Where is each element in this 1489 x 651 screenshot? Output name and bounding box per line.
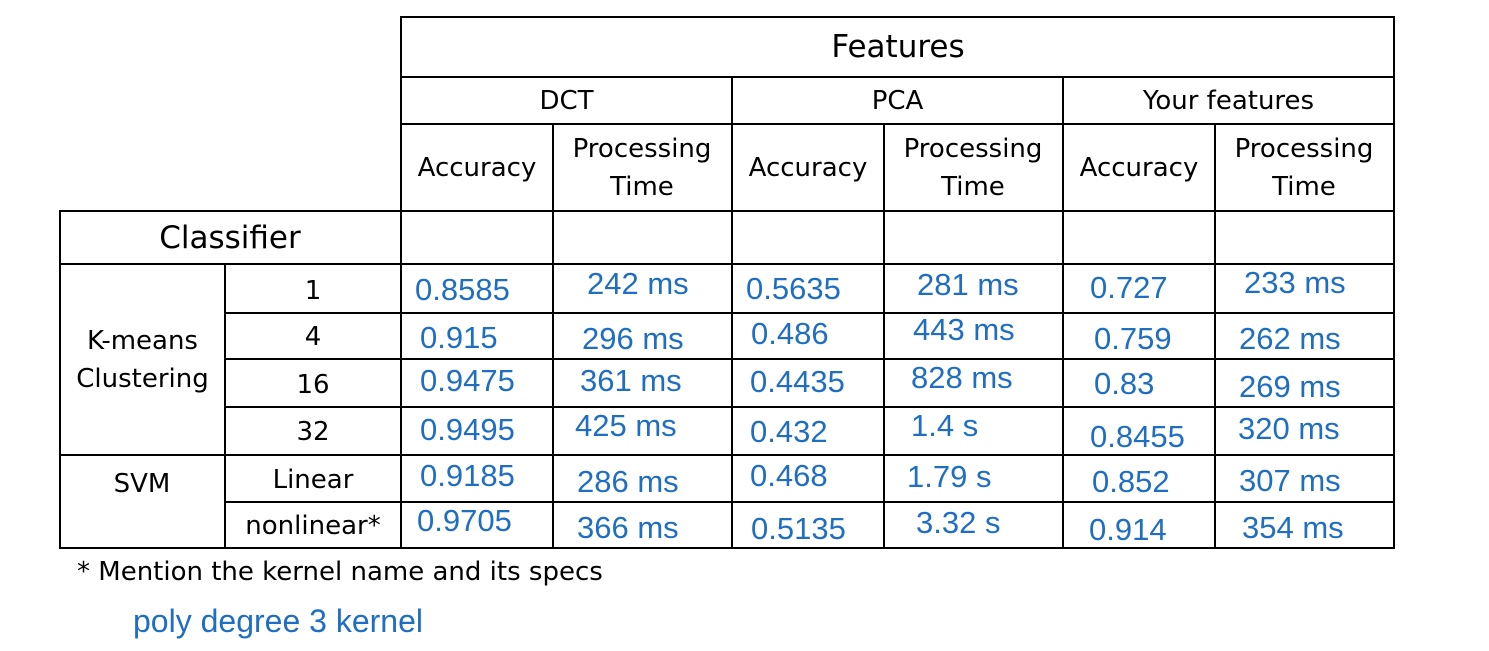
kernel-answer: poly degree 3 kernel xyxy=(133,603,423,639)
value-cell: 425 ms xyxy=(575,408,677,443)
classifier-heading: Classifier xyxy=(159,220,301,256)
value-cell: 0.8585 xyxy=(415,272,510,307)
value-cell: 361 ms xyxy=(580,363,682,398)
value-cell: 1.79 s xyxy=(907,459,992,494)
value-cell: 269 ms xyxy=(1239,369,1341,404)
row-group-kmeans: K-means Clustering xyxy=(76,325,209,394)
value-cell: 354 ms xyxy=(1242,510,1344,545)
value-cell: 0.9495 xyxy=(420,412,515,447)
row-group-svm: SVM xyxy=(113,469,171,499)
value-cell: 3.32 s xyxy=(916,505,1001,540)
col-separator xyxy=(883,124,885,549)
table-border-groups-bottom xyxy=(401,123,1395,125)
col-header-accuracy: Accuracy xyxy=(1079,153,1199,183)
param-16: 16 xyxy=(296,370,330,400)
value-cell: 0.852 xyxy=(1092,464,1170,499)
value-cell: 0.727 xyxy=(1090,270,1168,305)
value-cell: 443 ms xyxy=(913,312,1015,347)
value-cell: 0.914 xyxy=(1089,512,1167,547)
value-cell: 0.83 xyxy=(1094,366,1155,401)
table-border-left xyxy=(59,211,61,549)
col-separator xyxy=(1214,124,1216,549)
value-cell: 262 ms xyxy=(1239,321,1341,356)
table-border-top xyxy=(401,16,1395,18)
value-cell: 366 ms xyxy=(577,510,679,545)
param-1: 1 xyxy=(304,276,322,306)
value-cell: 0.9705 xyxy=(417,503,512,538)
value-cell: 0.468 xyxy=(750,458,828,493)
row-separator xyxy=(225,501,1395,503)
col-header-accuracy: Accuracy xyxy=(417,153,537,183)
table-border-features-bottom xyxy=(401,76,1395,78)
value-cell: 242 ms xyxy=(587,266,689,301)
value-cell: 320 ms xyxy=(1238,411,1340,446)
col-separator-features-left xyxy=(400,16,402,549)
row-separator xyxy=(225,358,1395,360)
value-cell: 233 ms xyxy=(1244,265,1346,300)
param-nonlinear: nonlinear* xyxy=(245,510,381,541)
value-cell: 0.9475 xyxy=(420,363,515,398)
value-cell: 296 ms xyxy=(582,321,684,356)
value-cell: 0.9185 xyxy=(420,458,515,493)
table-border-subheader-bottom xyxy=(59,210,1395,212)
group-separator xyxy=(59,454,1395,456)
value-cell: 0.5635 xyxy=(746,271,841,306)
value-cell: 286 ms xyxy=(577,464,679,499)
col-separator-param xyxy=(224,264,226,549)
group-header-pca: PCA xyxy=(871,85,924,116)
col-separator xyxy=(552,124,554,549)
features-heading: Features xyxy=(831,29,965,65)
col-header-processing-time: Processing Time xyxy=(903,134,1043,202)
value-cell: 0.432 xyxy=(750,414,828,449)
table-border-right xyxy=(1393,16,1395,549)
row-separator xyxy=(225,312,1395,314)
row-separator xyxy=(225,406,1395,408)
param-linear: Linear xyxy=(272,464,354,495)
value-cell: 828 ms xyxy=(911,360,1013,395)
value-cell: 0.759 xyxy=(1094,321,1172,356)
param-32: 32 xyxy=(296,417,330,447)
table-border-bottom xyxy=(59,547,1395,549)
value-cell: 0.4435 xyxy=(750,364,845,399)
col-header-accuracy: Accuracy xyxy=(748,153,868,183)
value-cell: 1.4 s xyxy=(911,408,979,443)
group-header-your-features: Your features xyxy=(1142,85,1315,116)
value-cell: 0.5135 xyxy=(751,511,846,546)
param-4: 4 xyxy=(304,322,322,352)
footnote: * Mention the kernel name and its specs xyxy=(77,557,603,587)
col-separator-group xyxy=(1062,77,1064,549)
col-separator-group xyxy=(731,77,733,549)
value-cell: 281 ms xyxy=(917,267,1019,302)
value-cell: 307 ms xyxy=(1239,463,1341,498)
value-cell: 0.486 xyxy=(751,316,829,351)
group-header-dct: DCT xyxy=(539,85,594,116)
col-header-processing-time: Processing Time xyxy=(572,134,712,202)
value-cell: 0.8455 xyxy=(1090,419,1185,454)
value-cell: 0.915 xyxy=(420,320,498,355)
table-border-classifier-bottom xyxy=(59,263,1395,265)
col-header-processing-time: Processing Time xyxy=(1234,134,1374,202)
